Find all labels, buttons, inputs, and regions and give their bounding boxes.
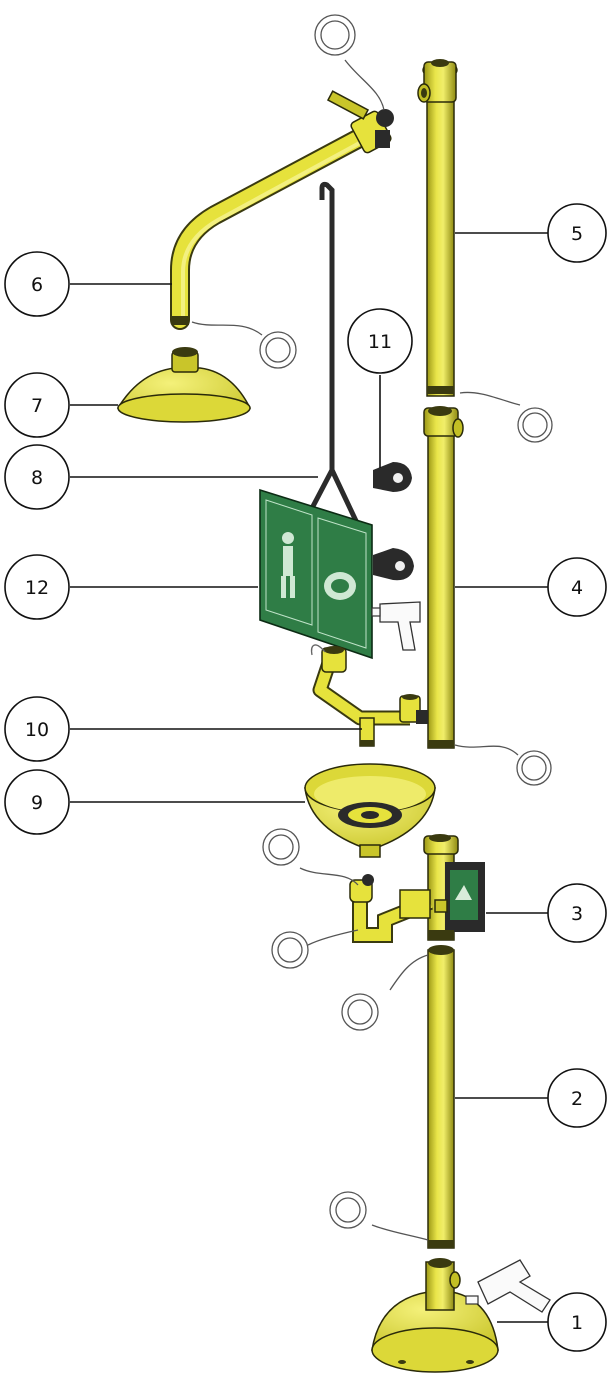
callout-label-8: 8 (31, 467, 43, 489)
callout-5: 5 (547, 203, 607, 263)
lower-pipe-part (329, 945, 455, 1249)
leader-lines (70, 232, 548, 1323)
callout-4: 4 (547, 557, 607, 617)
callout-8: 8 (4, 444, 70, 510)
callout-label-7: 7 (31, 395, 43, 417)
base-part (371, 1258, 499, 1373)
eyewash-valve-assembly-part (262, 828, 485, 969)
callout-label-6: 6 (31, 274, 43, 296)
callout-6: 6 (4, 251, 70, 317)
shower-arm-part (170, 14, 394, 369)
upper-pipe-part (417, 59, 553, 443)
callout-label-12: 12 (25, 577, 49, 599)
callout-label-4: 4 (571, 577, 583, 599)
drill-icon-base (465, 1259, 551, 1313)
drill-icon (371, 601, 421, 651)
callout-2: 2 (547, 1068, 607, 1128)
callout-7: 7 (4, 372, 70, 438)
callout-1: 1 (547, 1292, 607, 1352)
callout-label-10: 10 (25, 719, 49, 741)
callout-12: 12 (4, 554, 70, 620)
middle-pipe-part (423, 406, 552, 786)
callout-10: 10 (4, 696, 70, 762)
callout-label-3: 3 (571, 903, 583, 925)
callout-label-11: 11 (368, 331, 392, 353)
callout-label-5: 5 (571, 223, 583, 245)
callout-label-2: 2 (571, 1088, 583, 1110)
callout-3: 3 (547, 883, 607, 943)
callout-11: 11 (347, 308, 413, 374)
sign-plate-part (259, 488, 373, 660)
clamp-part (373, 462, 414, 581)
shower-head-part (116, 347, 252, 423)
drain-pipe-assembly-part (310, 644, 428, 747)
callout-label-9: 9 (31, 792, 43, 814)
callout-9: 9 (4, 769, 70, 835)
eyewash-bowl-part (304, 763, 436, 858)
callout-label-1: 1 (571, 1312, 583, 1334)
